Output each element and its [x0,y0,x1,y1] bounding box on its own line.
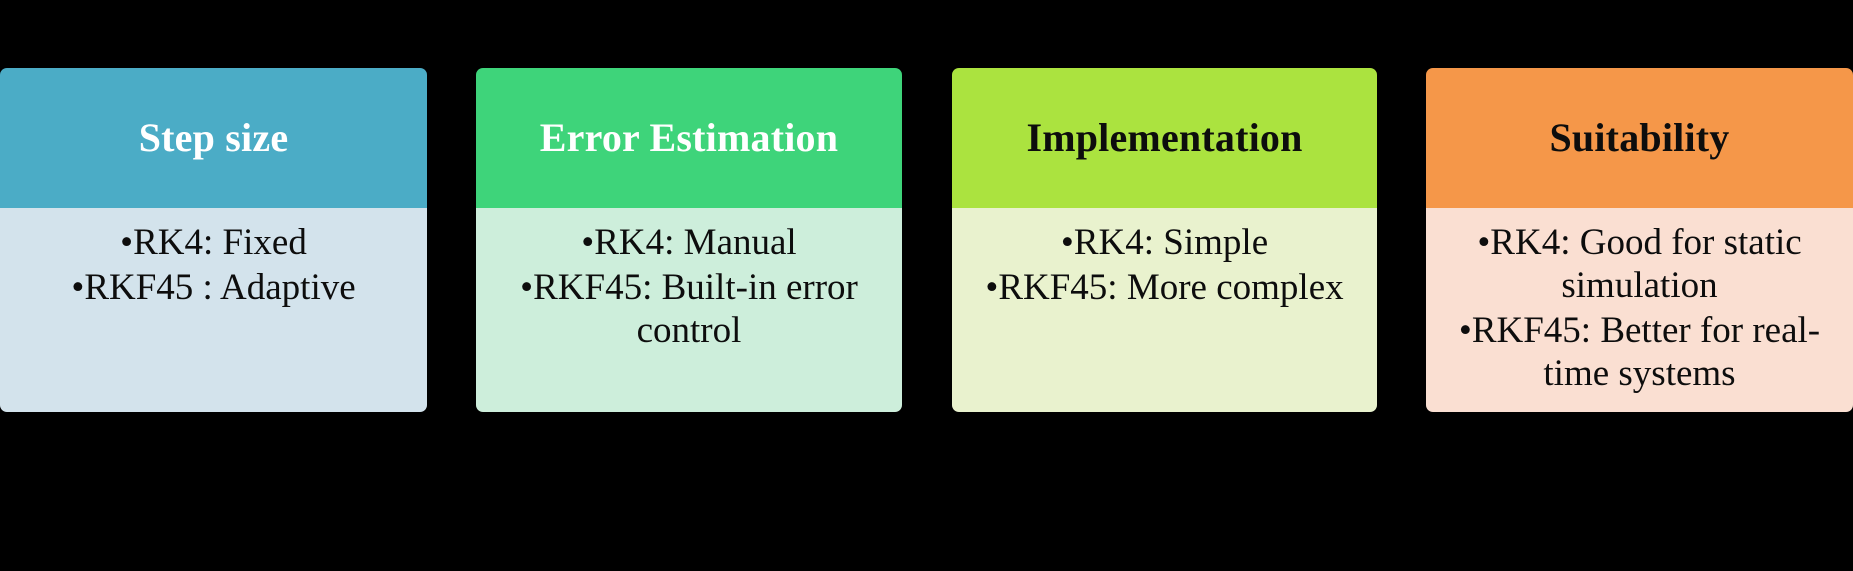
card-header-step-size: Step size [0,68,427,208]
card-body-step-size: •RK4: Fixed •RKF45 : Adaptive [0,208,427,412]
card-body-implementation: •RK4: Simple •RKF45: More complex [952,208,1377,412]
bullet-dot-icon: • [1458,309,1472,351]
bullet-dot-icon: • [1477,222,1491,263]
bullet-dot-icon: • [581,222,595,263]
card-step-size[interactable]: Step size •RK4: Fixed •RKF45 : Adaptive [0,68,427,412]
card-header-error-estimation: Error Estimation [476,68,902,208]
bullet-dot-icon: • [520,266,534,308]
list-item-text: RKF45: Built-in error control [533,266,858,351]
list-item: •RKF45: More complex [962,267,1367,310]
list-item-text: RKF45: Better for real-time systems [1471,309,1821,394]
bullet-list-suitability: •RK4: Good for static simulation •RKF45:… [1436,222,1843,398]
list-item: •RKF45: Better for real-time systems [1436,310,1843,396]
bullet-dot-icon: • [71,266,85,308]
list-item: •RK4: Simple [962,222,1367,265]
card-body-error-estimation: •RK4: Manual •RKF45: Built-in error cont… [476,208,902,412]
card-implementation[interactable]: Implementation •RK4: Simple •RKF45: More… [952,68,1377,412]
card-title-step-size: Step size [138,115,289,161]
list-item: •RK4: Manual [486,222,892,265]
list-item-text: RKF45 : Adaptive [84,266,356,308]
list-item-text: RK4: Simple [1073,222,1269,263]
card-title-implementation: Implementation [1026,115,1303,161]
bullet-list-step-size: •RK4: Fixed •RKF45 : Adaptive [10,222,417,312]
list-item-text: RKF45: More complex [998,266,1344,308]
bullet-list-error-estimation: •RK4: Manual •RKF45: Built-in error cont… [486,222,892,355]
card-header-implementation: Implementation [952,68,1377,208]
list-item-text: RK4: Manual [594,222,797,263]
bullet-list-implementation: •RK4: Simple •RKF45: More complex [962,222,1367,312]
list-item: •RK4: Fixed [10,222,417,265]
list-item-text: RK4: Fixed [133,222,307,263]
list-item: •RKF45 : Adaptive [10,267,417,310]
card-title-error-estimation: Error Estimation [539,115,839,161]
list-item: •RKF45: Built-in error control [486,267,892,353]
bullet-dot-icon: • [985,266,999,308]
card-error-estimation[interactable]: Error Estimation •RK4: Manual •RKF45: Bu… [476,68,902,412]
card-header-suitability: Suitability [1426,68,1853,208]
card-title-suitability: Suitability [1549,115,1730,161]
bullet-dot-icon: • [120,222,134,263]
card-body-suitability: •RK4: Good for static simulation •RKF45:… [1426,208,1853,412]
list-item-text: RK4: Good for static simulation [1490,222,1802,306]
list-item: •RK4: Good for static simulation [1436,222,1843,308]
bullet-dot-icon: • [1060,222,1074,263]
card-suitability[interactable]: Suitability •RK4: Good for static simula… [1426,68,1853,412]
